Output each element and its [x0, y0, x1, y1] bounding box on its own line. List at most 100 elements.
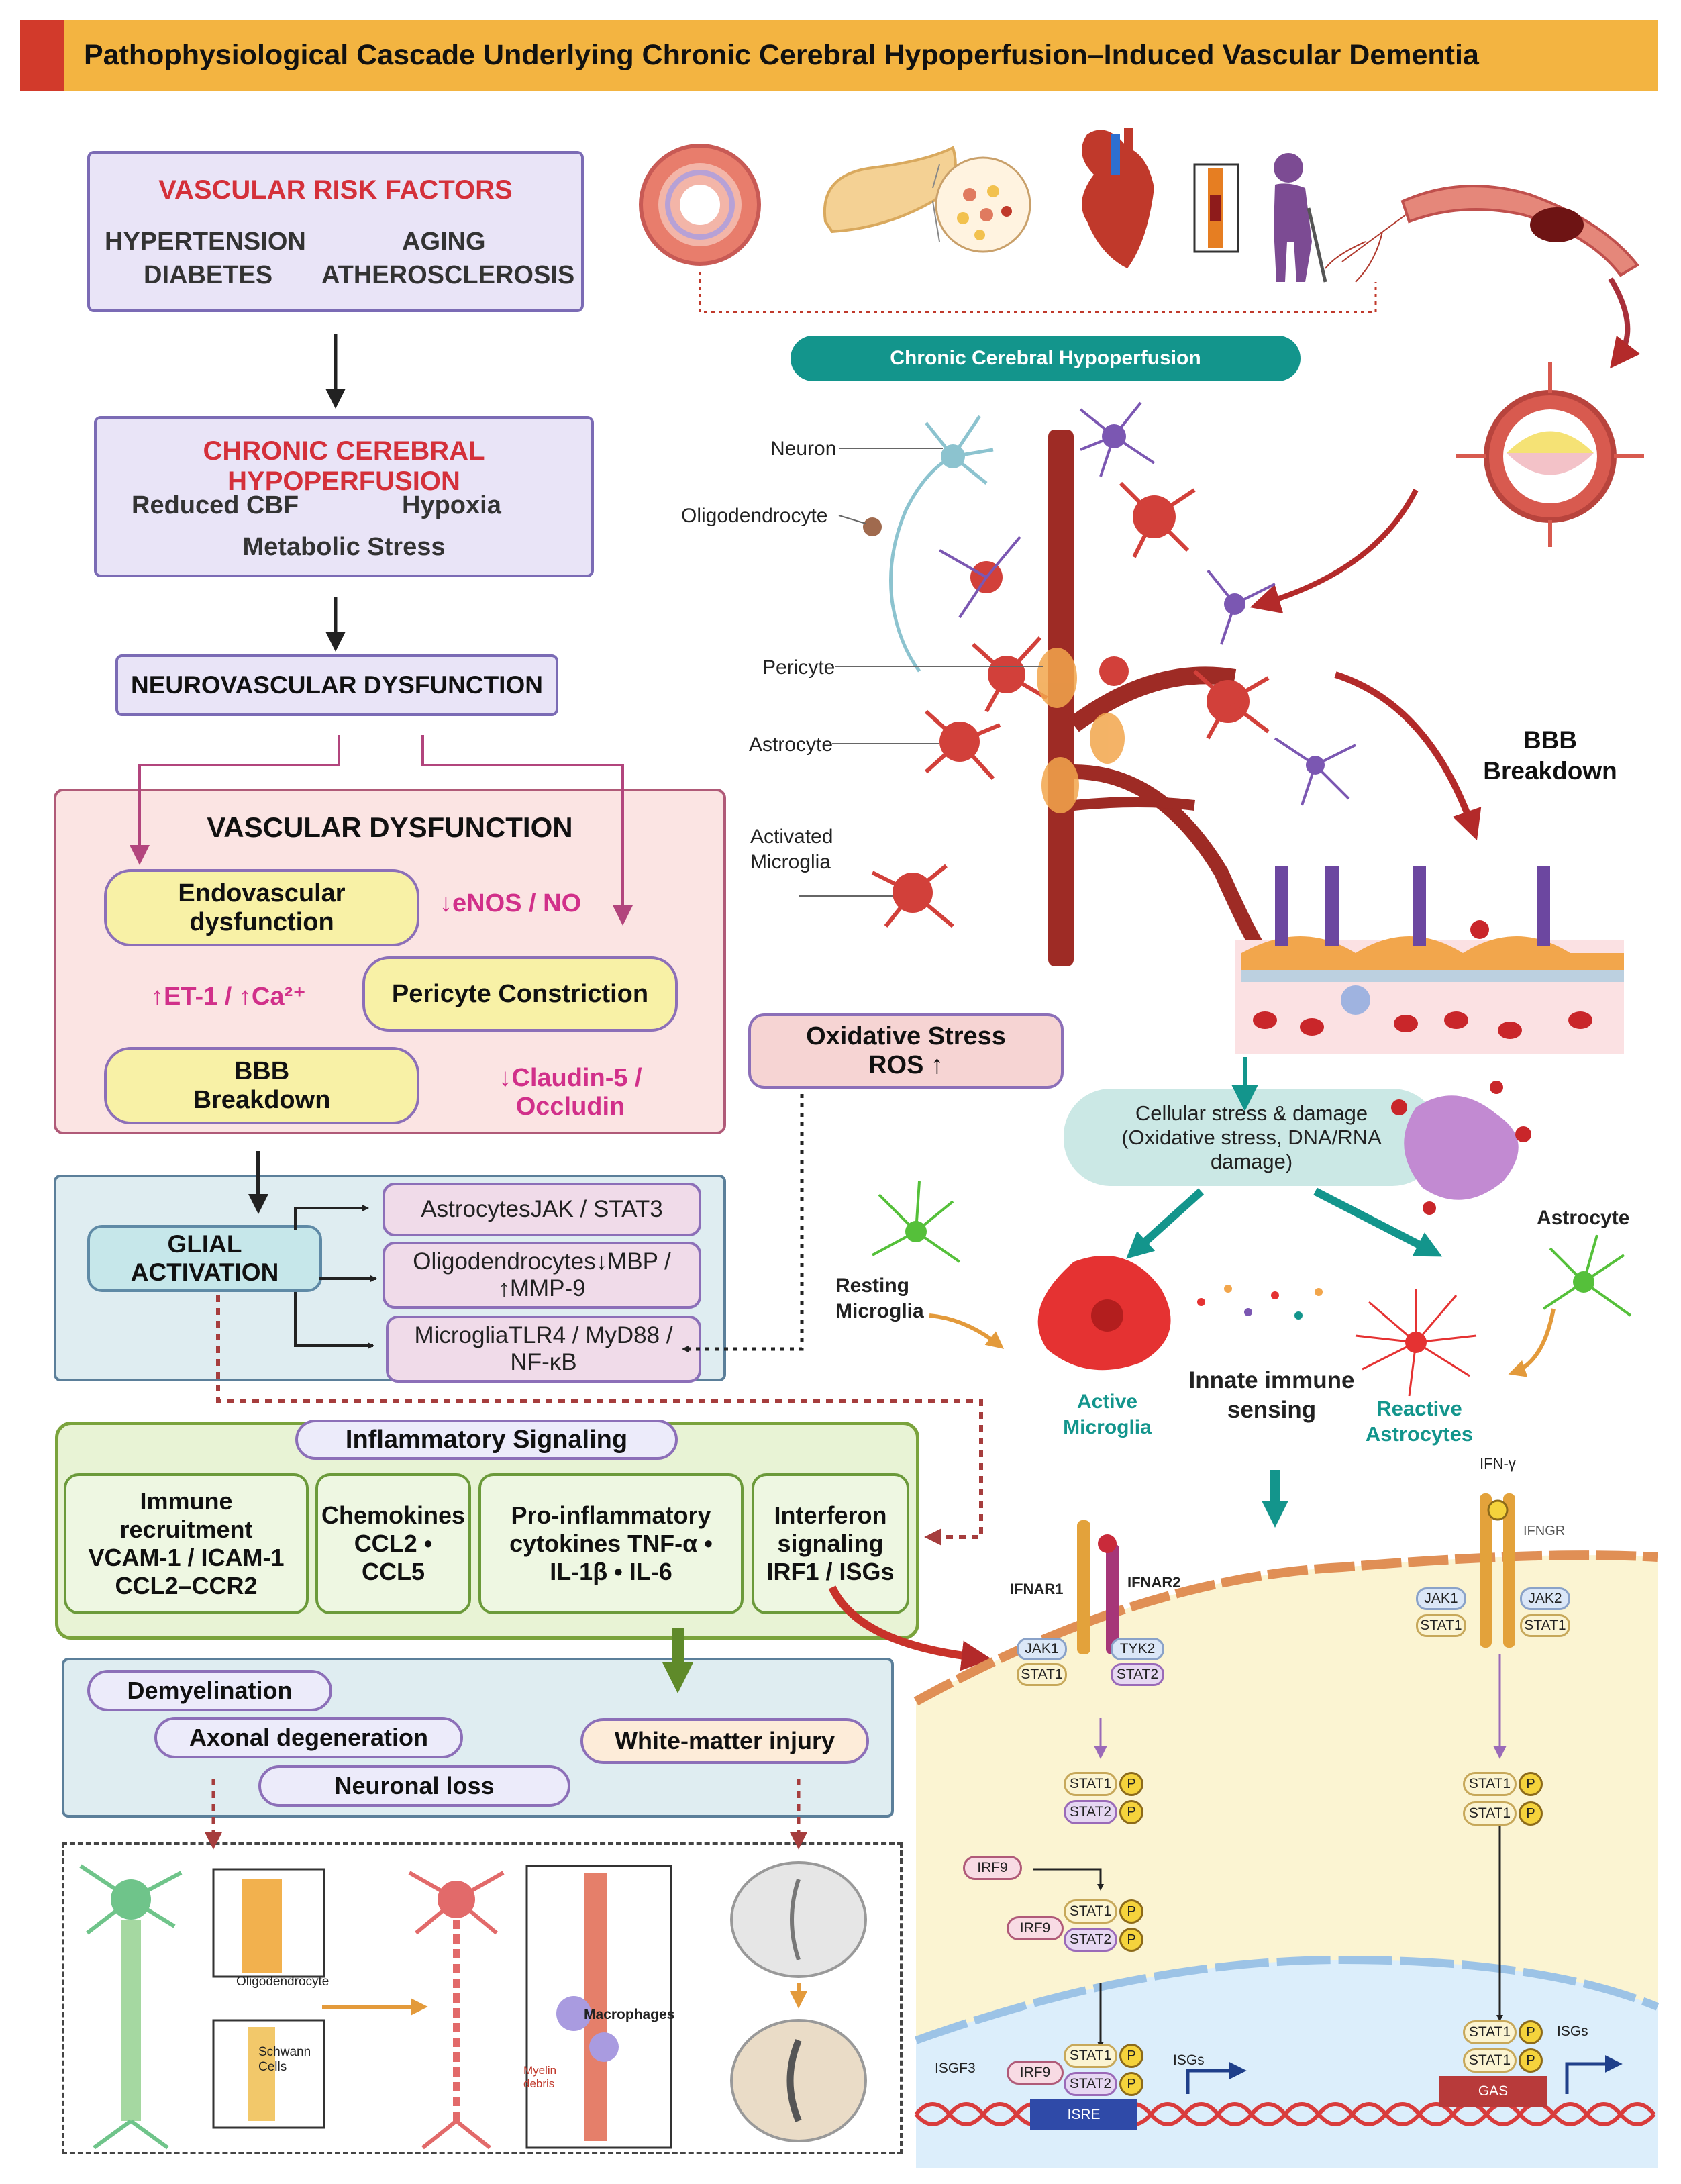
risk-atherosclerosis: ATHEROSCLEROSIS [321, 261, 575, 289]
label-astrocyte-right: Astrocyte [1537, 1207, 1630, 1229]
arrow-isgs-right [1565, 2055, 1623, 2094]
stat1-p-left: STAT1 [1064, 1772, 1117, 1796]
p-badge: P [1119, 2072, 1143, 2096]
label-oligodendrocyte: Oligodendrocyte [681, 505, 828, 527]
arrow-neuro-right [421, 735, 633, 926]
label-isgs-right: ISGs [1557, 2024, 1588, 2039]
stat2-dna: STAT2 [1064, 2072, 1117, 2096]
label-oligodendrocyte-small: Oligodendrocyte [236, 1975, 329, 1989]
label-bbb-breakdown: BBB Breakdown [1483, 726, 1617, 785]
damaged-cell-icon [1391, 1081, 1531, 1215]
arrow-irf9-join [1033, 1868, 1104, 1891]
cytokine-dots-icon [1197, 1285, 1323, 1320]
label-ifn-gamma: IFN-γ [1480, 1455, 1516, 1472]
oligodendrocytes-box: Oligodendrocytes↓MBP / ↑MMP-9 [383, 1242, 701, 1309]
risk-factors-heading: VASCULAR RISK FACTORS [158, 175, 513, 205]
bbb-barrier-icon [1235, 866, 1624, 1054]
arrow-ros-to-micro [682, 1094, 804, 1352]
glial-activation-label: GLIAL ACTIVATION [87, 1225, 322, 1292]
stat1-left: STAT1 [1017, 1663, 1067, 1686]
brain-illustration-damaged [730, 2019, 867, 2142]
dotted-link-risk-images [699, 272, 1377, 313]
arrow-isgs-left [1186, 2062, 1247, 2094]
white-matter-injury-pill: White-matter injury [580, 1718, 869, 1764]
label-macrophages: Macrophages [584, 2007, 675, 2022]
vessel-cross-section-right-icon [1456, 362, 1644, 547]
enos-label: ↓eNOS / NO [440, 889, 582, 917]
active-microglia-icon [1037, 1256, 1171, 1371]
irf9-dna: IRF9 [1007, 2061, 1064, 2085]
chronic-hypoperfusion-pill: Chronic Cerebral Hypoperfusion [791, 336, 1301, 381]
reduced-cbf: Reduced CBF [132, 491, 299, 519]
hypoperfusion-box: CHRONIC CEREBRAL HYPOPERFUSION Reduced C… [94, 416, 594, 577]
label-neuron: Neuron [770, 438, 837, 460]
stat1-dna: STAT1 [1064, 2044, 1117, 2068]
illustration-area [62, 1842, 903, 2154]
astrocyte-green-body-icon [1573, 1271, 1594, 1293]
p-badge: P [1119, 1800, 1143, 1824]
jak1-right: JAK1 [1416, 1587, 1466, 1610]
label-ifnar2: IFNAR2 [1127, 1574, 1181, 1591]
stat1-complex: STAT1 [1064, 1899, 1117, 1924]
claudin-label: ↓Claudin-5 / Occludin [499, 1064, 642, 1121]
immune-recruitment-cell: Immune recruitment VCAM-1 / ICAM-1 CCL2–… [64, 1473, 309, 1614]
label-active-microglia: Active Microglia [1063, 1391, 1152, 1438]
stat2-p-left: STAT2 [1064, 1800, 1117, 1824]
pericyte-cells-icon [1037, 648, 1125, 813]
p-badge: P [1519, 2020, 1543, 2044]
cytokines-cell: Pro-inflammatory cytokines TNF-α • IL-1β… [478, 1473, 744, 1614]
tyk2: TYK2 [1111, 1638, 1164, 1660]
microglia-purple-icon [939, 401, 1356, 806]
risk-diabetes: DIABETES [144, 261, 273, 289]
stat1-p-right-b: STAT1 [1463, 1801, 1517, 1826]
jak2: JAK2 [1520, 1587, 1570, 1610]
arrow-bbb-breakdown [1334, 671, 1482, 840]
irf9-free: IRF9 [963, 1856, 1022, 1880]
label-reactive-astrocytes: Reactive Astrocytes [1365, 1397, 1474, 1446]
neuron-teal-icon [889, 415, 994, 673]
chemokines-cell: Chemokines CCL2 • CCL5 [315, 1473, 471, 1614]
arrow-glial-to-interferon [216, 1295, 983, 1546]
hypoxia: Hypoxia [402, 491, 501, 519]
p-badge: P [1119, 1928, 1143, 1952]
risk-hypertension: HYPERTENSION [105, 228, 306, 256]
label-astrocyte: Astrocyte [749, 734, 833, 756]
ifnar1-receptor [1077, 1520, 1090, 1654]
macrophage-illustration [525, 1865, 672, 2149]
arrow-interferon-to-receptor [828, 1585, 992, 1671]
ifngr-receptor-b [1503, 1493, 1515, 1648]
p-badge: P [1519, 1772, 1543, 1796]
label-resting-microglia: Resting Microglia [835, 1275, 924, 1322]
pericyte-constriction: Pericyte Constriction [362, 956, 678, 1032]
resting-microglia-icon [872, 1181, 961, 1263]
stat1-right-a: STAT1 [1416, 1614, 1466, 1637]
arrow-stress-to-microglia [1126, 1188, 1205, 1259]
stat1-gas-a: STAT1 [1463, 2020, 1517, 2044]
neuron-body-icon [941, 444, 965, 468]
p-badge: P [1119, 1772, 1143, 1796]
microglia-cell-icon [1306, 756, 1325, 775]
brain-illustration-healthy [730, 1861, 867, 1978]
elderly-person-icon [1274, 153, 1327, 283]
bbb-breakdown: BBB Breakdown [104, 1047, 419, 1124]
label-isgs-left: ISGs [1173, 2052, 1205, 2068]
label-schwann-cells: Schwann Cells [258, 2045, 311, 2074]
oligodendrocyte-illustration [79, 1864, 183, 2150]
risk-factors-box: VASCULAR RISK FACTORS HYPERTENSION AGING… [87, 151, 584, 312]
ifn-ligand [1098, 1534, 1117, 1553]
label-innate-immune: Innate immune sensing [1188, 1367, 1355, 1423]
interferon-cell: Interferon signaling IRF1 / ISGs [752, 1473, 909, 1614]
vessel-cross-section-icon [639, 144, 761, 266]
microglia-cell-icon [1102, 424, 1126, 448]
et1-label: ↑ET-1 / ↑Ca²⁺ [151, 983, 307, 1011]
label-isgf3: ISGF3 [935, 2061, 976, 2076]
stat1-gas-b: STAT1 [1463, 2048, 1517, 2073]
irf9-complex: IRF9 [1007, 1916, 1064, 1940]
arrow-to-vessel-section [1608, 277, 1641, 369]
heart-icon [1082, 128, 1239, 268]
atherosclerotic-artery-icon [1325, 185, 1639, 283]
ifn-gamma-ligand [1487, 1499, 1509, 1521]
axonal-degeneration-pill: Axonal degeneration [154, 1717, 463, 1758]
inflammatory-heading: Inflammatory Signaling [295, 1420, 678, 1460]
